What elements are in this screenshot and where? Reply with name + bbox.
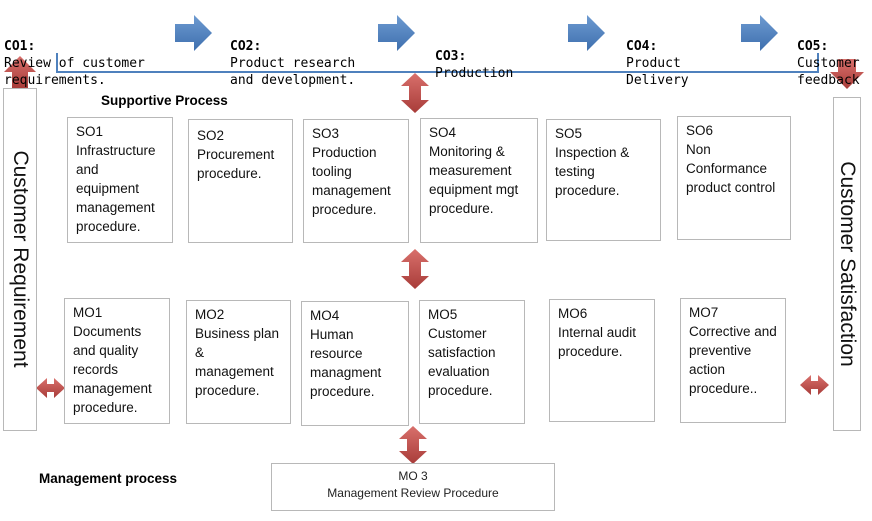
box-code: SO1 xyxy=(76,124,104,139)
core-step-text: Review of customer requirements. xyxy=(4,56,145,88)
core-step-co3: CO3: Production xyxy=(435,14,513,99)
box-text: Internal audit procedure. xyxy=(558,325,637,359)
arrow-co2-co3-icon xyxy=(378,15,415,51)
box-text: Documents and quality records management… xyxy=(73,324,152,415)
arrow-co4-co5-icon xyxy=(741,15,778,51)
double-arrow-right-mo7-icon xyxy=(800,375,829,395)
management-review-box: MO 3 Management Review Procedure xyxy=(271,463,555,511)
double-arrow-left-mo1-icon xyxy=(36,378,65,398)
core-step-text: Product research and development. xyxy=(230,56,356,88)
feedback-connector-line xyxy=(56,53,819,73)
arrow-up-customer-requirement-icon xyxy=(4,56,36,88)
arrow-co3-co4-icon xyxy=(568,15,605,51)
box-code: MO6 xyxy=(558,306,588,321)
box-code: MO2 xyxy=(195,307,225,322)
box-code: SO3 xyxy=(312,126,340,141)
core-step-code: CO3: xyxy=(435,49,467,64)
supportive-box-so6: SO6 Non Conformance product control xyxy=(677,116,791,240)
core-step-co1: CO1: Review of customer requirements. xyxy=(4,4,145,106)
core-step-co2: CO2: Product research and development. xyxy=(230,4,355,106)
box-code: MO4 xyxy=(310,308,340,323)
core-step-co5: CO5: Customer feedback xyxy=(797,4,860,106)
box-text: Non Conformance product control xyxy=(686,142,776,195)
box-code: SO2 xyxy=(197,128,225,143)
management-box-mo5: MO5 Customer satisfaction evaluation pro… xyxy=(419,300,525,424)
box-text: Inspection & testing procedure. xyxy=(555,145,630,198)
box-text: Business plan & management procedure. xyxy=(195,326,280,398)
core-step-text: Production xyxy=(435,66,514,81)
box-text: Infrastructure and equipment management … xyxy=(76,143,156,234)
management-box-mo4: MO4 Human resource managment procedure. xyxy=(301,301,409,426)
box-text: Corrective and preventive action procedu… xyxy=(689,324,777,396)
customer-satisfaction-label: Customer Satisfaction xyxy=(836,161,859,367)
core-step-code: CO1: xyxy=(4,39,36,54)
box-text: Customer satisfaction evaluation procedu… xyxy=(428,326,496,398)
core-step-text: Customer feedback xyxy=(797,56,860,88)
box-code: MO1 xyxy=(73,305,103,320)
review-code: MO 3 xyxy=(398,469,428,483)
management-box-mo6: MO6 Internal audit procedure. xyxy=(549,299,655,422)
customer-satisfaction-panel xyxy=(833,97,861,431)
core-step-code: CO2: xyxy=(230,39,262,54)
box-text: Procurement procedure. xyxy=(197,147,275,181)
double-arrow-management-review-icon xyxy=(399,426,427,464)
arrow-down-customer-satisfaction-icon xyxy=(830,59,864,89)
supportive-box-so4: SO4 Monitoring & measurement equipment m… xyxy=(420,118,538,243)
box-code: SO5 xyxy=(555,126,583,141)
double-arrow-core-supportive-icon xyxy=(401,73,429,113)
core-step-code: CO5: xyxy=(797,39,829,54)
box-code: SO6 xyxy=(686,123,714,138)
core-step-text: Product Delivery xyxy=(626,56,689,88)
review-text: Management Review Procedure xyxy=(327,486,499,500)
double-arrow-supportive-management-icon xyxy=(401,249,429,289)
customer-requirement-panel xyxy=(3,88,37,431)
box-text: Monitoring & measurement equipment mgt p… xyxy=(429,144,519,216)
box-code: SO4 xyxy=(429,125,457,140)
supportive-process-title: Supportive Process xyxy=(101,93,228,108)
core-step-co4: CO4: Product Delivery xyxy=(626,4,689,106)
management-box-mo7: MO7 Corrective and preventive action pro… xyxy=(680,298,786,423)
arrow-co1-co2-icon xyxy=(175,15,212,51)
supportive-box-so5: SO5 Inspection & testing procedure. xyxy=(546,119,661,241)
customer-requirement-label: Customer Requirement xyxy=(9,150,32,368)
supportive-box-so3: SO3 Production tooling management proced… xyxy=(303,119,409,243)
management-box-mo2: MO2 Business plan & management procedure… xyxy=(186,300,291,424)
management-process-title: Management process xyxy=(39,471,178,486)
box-code: MO7 xyxy=(689,305,719,320)
box-text: Human resource managment procedure. xyxy=(310,327,382,399)
management-box-mo1: MO1 Documents and quality records manage… xyxy=(64,298,170,424)
core-step-code: CO4: xyxy=(626,39,658,54)
supportive-box-so2: SO2 Procurement procedure. xyxy=(188,119,293,243)
box-code: MO5 xyxy=(428,307,458,322)
supportive-box-so1: SO1 Infrastructure and equipment managem… xyxy=(67,117,173,243)
box-text: Production tooling management procedure. xyxy=(312,145,391,217)
